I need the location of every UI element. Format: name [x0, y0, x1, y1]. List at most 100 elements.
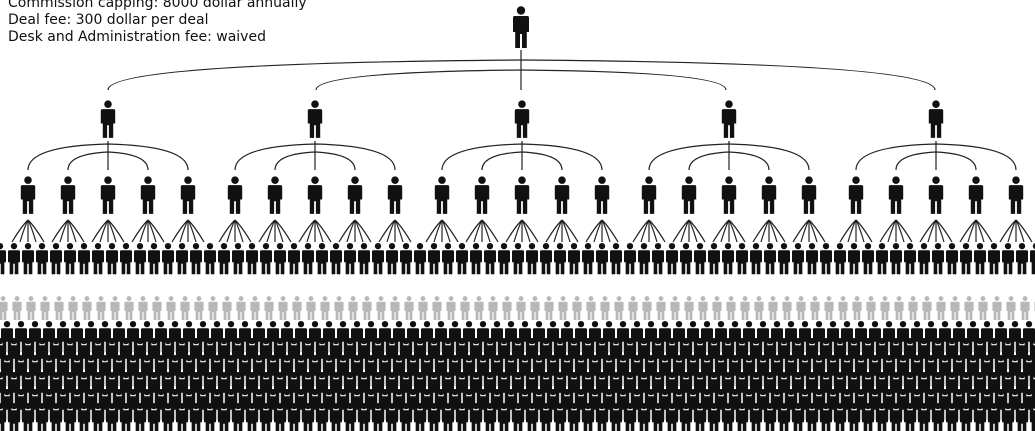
crowd-reflection-person-icon — [460, 296, 470, 320]
fan-line — [346, 219, 356, 243]
crowd-person-icon — [36, 242, 48, 275]
fan-line — [465, 219, 483, 243]
fan-line — [561, 219, 579, 243]
fan-line — [425, 219, 443, 243]
crowd-reflection-person-icon — [124, 296, 134, 320]
child-person-icon — [681, 176, 697, 214]
fan-line — [314, 219, 324, 243]
child-person-icon — [888, 176, 904, 214]
crowd-person-icon — [498, 242, 510, 275]
fan-line — [895, 219, 905, 243]
fan-line — [505, 219, 523, 243]
fan-line — [378, 219, 396, 243]
fan-line — [433, 219, 443, 243]
crowd-person-icon — [1002, 242, 1014, 275]
crowd-person-icon — [428, 242, 440, 275]
fan-line — [521, 219, 539, 243]
fan-line — [585, 219, 603, 243]
fan-line — [147, 219, 165, 243]
crowd-person-icon — [848, 242, 860, 275]
crowd-reflection-person-icon — [684, 296, 694, 320]
child-person-icon — [928, 176, 944, 214]
crowd-person-icon — [456, 242, 468, 275]
fan-line — [354, 219, 364, 243]
top-leader-person-icon — [513, 6, 529, 48]
fan-line — [187, 219, 197, 243]
fan-line — [314, 219, 332, 243]
crowd-person-icon — [960, 242, 972, 275]
crowd-reflection-person-icon — [1006, 296, 1016, 320]
crowd-person-icon — [568, 242, 580, 275]
crowd-reflection-person-icon — [712, 296, 722, 320]
crowd-reflection-person-icon — [418, 296, 428, 320]
fan-line — [760, 219, 770, 243]
crowd-reflection-person-icon — [0, 296, 8, 320]
crowd-reflection-person-icon — [600, 296, 610, 320]
crowd-person-icon — [134, 242, 146, 275]
crowd-person-icon — [288, 242, 300, 275]
crowd-person-icon — [64, 242, 76, 275]
crowd-person-icon — [722, 242, 734, 275]
fan-line — [298, 219, 316, 243]
crowd-reflection-person-icon — [250, 296, 260, 320]
fan-line — [1015, 219, 1033, 243]
child-person-icon — [434, 176, 450, 214]
child-person-icon — [968, 176, 984, 214]
branch-person-icon — [307, 100, 323, 138]
crowd-reflection-person-icon — [950, 296, 960, 320]
crowd-reflection-person-icon — [166, 296, 176, 320]
crowd-person-icon — [666, 242, 678, 275]
crowd-reflection-person-icon — [768, 296, 778, 320]
fan-line — [792, 219, 810, 243]
crowd-reflection-person-icon — [54, 296, 64, 320]
fan-line — [338, 219, 356, 243]
crowd-reflection-person-icon — [894, 296, 904, 320]
crowd-person-icon — [764, 242, 776, 275]
crowd-person-icon — [750, 242, 762, 275]
crowd-person-icon — [218, 242, 230, 275]
fan-line — [553, 219, 563, 243]
crowd-reflection-person-icon — [1020, 296, 1030, 320]
crowd-person-icon — [708, 242, 720, 275]
note-commission-capping: Commission capping: 8000 dollar annually — [8, 0, 307, 11]
crowd-reflection-person-icon — [852, 296, 862, 320]
crowd-reflection-person-icon — [320, 296, 330, 320]
crowd-person-icon — [988, 242, 1000, 275]
crowd-person-icon — [1030, 242, 1035, 275]
crowd-person-icon — [372, 242, 384, 275]
crowd-reflection-person-icon — [866, 296, 876, 320]
fan-line — [441, 219, 451, 243]
fan-line — [67, 219, 85, 243]
crowd-reflection-person-icon — [488, 296, 498, 320]
crowd-person-icon — [610, 242, 622, 275]
fan-line — [768, 219, 786, 243]
crowd-person-icon — [820, 242, 832, 275]
crowd-person-icon — [400, 242, 412, 275]
child-person-icon — [227, 176, 243, 214]
branch-person-icon — [721, 100, 737, 138]
child-person-icon — [721, 176, 737, 214]
fan-line — [545, 219, 563, 243]
crowd-reflection-person-icon — [152, 296, 162, 320]
fan-line — [139, 219, 149, 243]
fan-line — [266, 219, 276, 243]
fan-line — [27, 219, 37, 243]
crowd-reflection-person-icon — [530, 296, 540, 320]
crowd-reflection-person-icon — [964, 296, 974, 320]
child-person-icon — [307, 176, 323, 214]
fan-line — [51, 219, 69, 243]
crowd-reflection-person-icon — [992, 296, 1002, 320]
crowd-person-icon — [148, 242, 160, 275]
fan-line — [935, 219, 953, 243]
child-person-icon — [554, 176, 570, 214]
child-person-icon — [100, 176, 116, 214]
crowd-person-icon — [470, 242, 482, 275]
child-person-icon — [20, 176, 36, 214]
crowd-reflection-person-icon — [754, 296, 764, 320]
crowd-reflection-person-icon — [796, 296, 806, 320]
fan-line — [855, 219, 865, 243]
crowd-reflection-person-icon — [936, 296, 946, 320]
fan-line — [386, 219, 396, 243]
fan-line — [712, 219, 730, 243]
connector-lines — [11, 50, 1033, 243]
